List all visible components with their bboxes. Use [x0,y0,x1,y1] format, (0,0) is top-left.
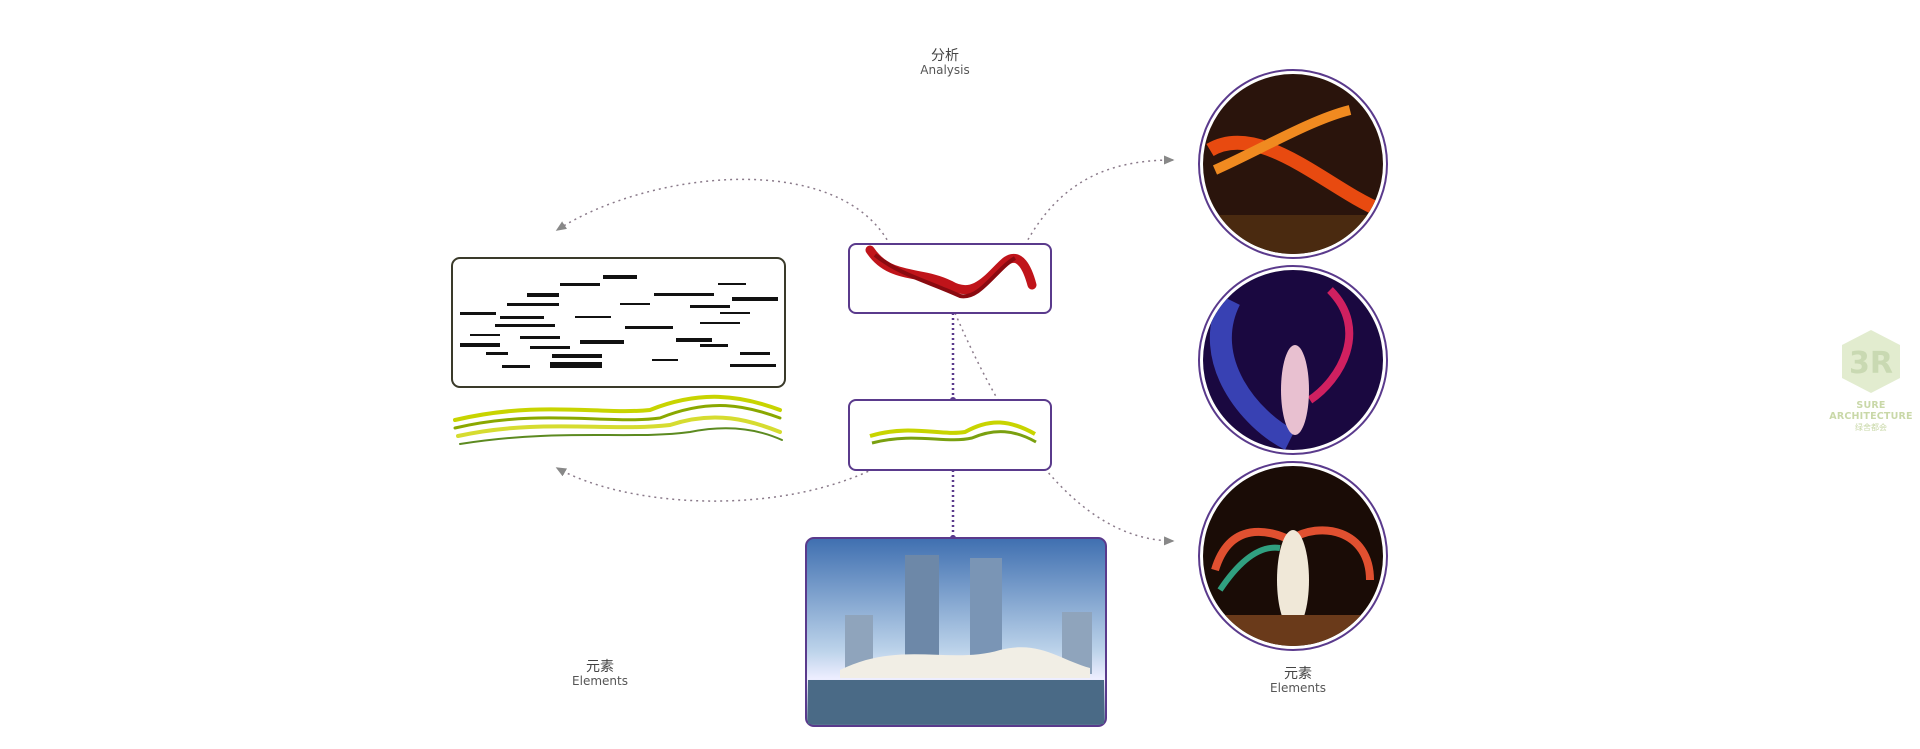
elements-right-en: Elements [1270,681,1326,696]
elements-left-en: Elements [572,674,628,689]
logo-subtitle: 绿舍都会 [1855,423,1887,432]
elements-right-zh: 元素 [1284,666,1312,682]
city-rendering-image [805,537,1107,727]
logo-watermark: SURE ARCHITECTURE 绿舍都会 [1818,400,1920,433]
dotted-connector-arcs [555,155,1175,546]
abstract-lines-box [451,257,786,388]
dancer-photo-3 [1198,461,1388,651]
red-ribbon-box [848,243,1052,314]
dancer-photo-2 [1198,265,1388,455]
yellow-ribbon-waves [453,394,783,445]
elements-label-right: 元素 Elements [1270,666,1326,696]
svg-text:3R: 3R [1849,346,1893,381]
dancer-photo-1 [1198,69,1388,259]
analysis-label: 分析 Analysis [920,48,969,78]
elements-label-left: 元素 Elements [572,659,628,689]
elements-left-zh: 元素 [586,659,614,675]
analysis-label-en: Analysis [920,63,970,78]
logo-mark: 3R [1842,330,1900,393]
yellow-ribbon-box [848,399,1052,471]
logo-name: SURE ARCHITECTURE [1829,400,1913,422]
analysis-label-zh: 分析 [930,48,959,64]
